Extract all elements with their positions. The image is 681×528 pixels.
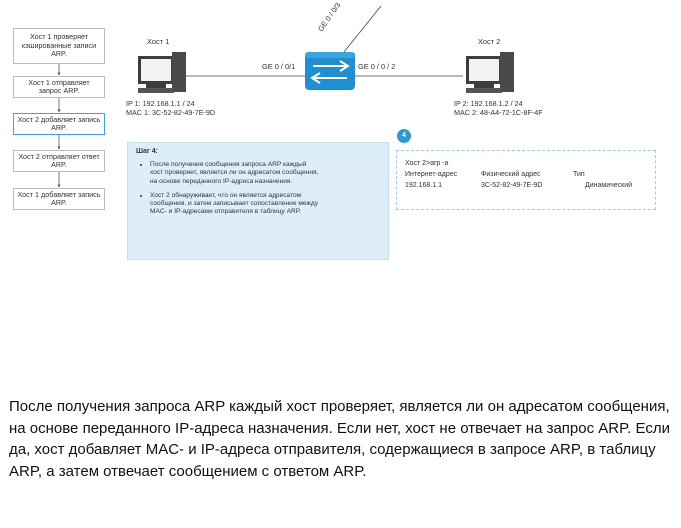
step-bullet-1: После получения сообщения запроса ARP ка… — [150, 161, 380, 186]
link-up — [343, 5, 382, 53]
step-description-panel: Шаг 4: После получения сообщения запроса… — [127, 142, 389, 260]
step-3-active: Хост 2 добавляет запись ARP. — [13, 113, 105, 135]
arp-header-type: Тип — [573, 171, 585, 178]
host1-mac: MAC 1: 3C-52-82-49-7E-9D — [126, 108, 216, 118]
arp-table-box: Хост 2>arp -a Интернет-адрес Физический … — [396, 150, 656, 210]
switch-icon — [305, 52, 355, 90]
host1-info: IP 1: 192.168.1.1 / 24 MAC 1: 3C-52-82-4… — [126, 99, 215, 117]
step-4: Хост 2 отправляет ответ ARP. — [13, 150, 105, 172]
port-left-label: GE 0 / 0/1 — [262, 62, 296, 71]
host2-name: Хост 2 — [478, 37, 501, 46]
host2-info: IP 2: 192.168.1.2 / 24 MAC 2: 48-A4-72-1… — [454, 99, 543, 117]
step-bullet-2: Хост 2 обнаруживает, что он является адр… — [150, 192, 380, 217]
arp-row-ip: 192.168.1.1 — [405, 182, 442, 189]
computer-icon-host1 — [138, 52, 186, 93]
host1-ip: IP 1: 192.168.1.1 / 24 — [126, 99, 195, 108]
host1-name: Хост 1 — [147, 37, 170, 46]
topology-diagram — [57, 5, 514, 188]
step-number-badge: 4 — [397, 129, 411, 143]
arp-row-type: Динамический — [585, 182, 633, 189]
step-2: Хост 1 отправляет запрос ARP. — [13, 76, 105, 98]
step-title: Шаг 4: — [136, 148, 159, 155]
description-paragraph: После получения запроса ARP каждый хост … — [9, 398, 670, 480]
arp-row-mac: 3C-52-82-49-7E-9D — [481, 182, 543, 189]
step-1: Хост 1 проверяет кэшированные записи ARP… — [13, 28, 105, 64]
step-5: Хост 1 добавляет запись ARP. — [13, 188, 105, 210]
host2-mac: MAC 2: 48-A4-72-1C-8F-4F — [454, 108, 543, 118]
port-right-label: GE 0 / 0 / 2 — [358, 62, 396, 71]
host2-ip: IP 2: 192.168.1.2 / 24 — [454, 99, 523, 108]
arp-header-mac: Физический адрес — [481, 171, 541, 178]
computer-icon-host2 — [466, 52, 514, 93]
arp-command: Хост 2>arp -a — [405, 160, 449, 167]
arp-header-ip: Интернет-адрес — [405, 171, 458, 178]
